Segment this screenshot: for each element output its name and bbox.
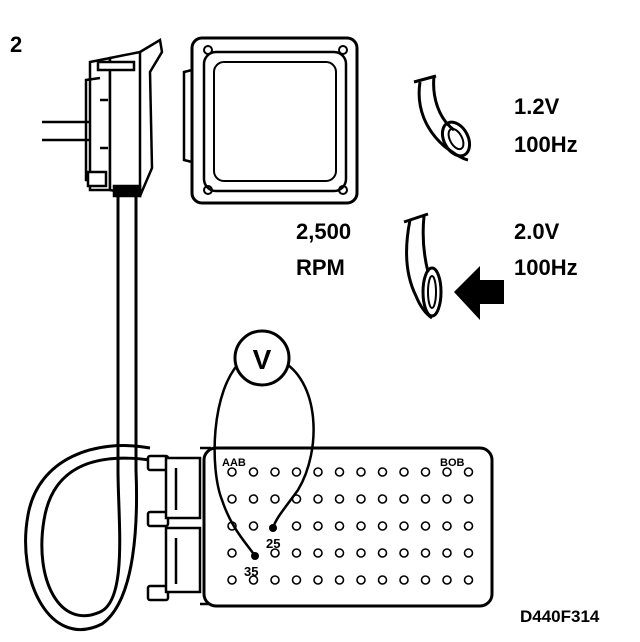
breakout-pin bbox=[377, 575, 388, 585]
voltmeter bbox=[233, 329, 291, 387]
harness-cable bbox=[24, 196, 151, 632]
breakout-pin bbox=[356, 548, 366, 558]
breakout-pin bbox=[377, 548, 388, 558]
breakout-pin bbox=[442, 548, 452, 558]
breakout-pin bbox=[399, 467, 409, 477]
pin-a-number: 25 bbox=[266, 536, 280, 551]
breakout-pin bbox=[227, 467, 237, 477]
breakout-pin bbox=[313, 575, 323, 585]
breakout-pin bbox=[248, 494, 259, 504]
breakout-pin bbox=[463, 575, 474, 585]
breakout-pin bbox=[442, 467, 452, 477]
breakout-pin bbox=[313, 548, 323, 558]
voltmeter-pin-a bbox=[269, 524, 277, 532]
breakout-pin bbox=[420, 467, 431, 477]
breakout-connectors bbox=[146, 446, 212, 606]
breakout-pin bbox=[420, 494, 431, 504]
breakout-pin bbox=[227, 548, 237, 558]
engine-speed-value: 2,500 bbox=[296, 219, 351, 244]
voltmeter-pin-b bbox=[251, 552, 259, 560]
pin-b-number: 35 bbox=[244, 564, 258, 579]
breakout-pin bbox=[463, 521, 474, 531]
breakout-pin bbox=[227, 494, 237, 504]
breakout-pin bbox=[463, 548, 474, 558]
breakout-pin bbox=[463, 467, 474, 477]
reading-2-voltage: 2.0V bbox=[514, 219, 560, 244]
breakout-pin bbox=[291, 575, 302, 585]
breakout-pin bbox=[313, 521, 323, 531]
breakout-pin bbox=[442, 575, 452, 585]
breakout-pin bbox=[442, 494, 452, 504]
breakout-pin bbox=[356, 494, 366, 504]
reading-1-frequency: 100Hz bbox=[514, 132, 578, 157]
breakout-pin bbox=[334, 467, 345, 477]
breakout-pin bbox=[334, 521, 345, 531]
ecu-harness-connector bbox=[42, 37, 164, 198]
breakout-pin bbox=[248, 521, 259, 531]
breakout-pin bbox=[420, 548, 431, 558]
breakout-pin bbox=[291, 548, 302, 558]
breakout-pin bbox=[356, 575, 366, 585]
breakout-pin bbox=[248, 467, 259, 477]
breakout-pin bbox=[356, 521, 366, 531]
breakout-pin bbox=[291, 521, 302, 531]
voltmeter-leads bbox=[213, 358, 315, 557]
breakout-box-label-right: BOB bbox=[440, 457, 465, 469]
pointer-arrow-icon bbox=[454, 266, 504, 320]
breakout-pin bbox=[291, 467, 302, 477]
breakout-pin bbox=[399, 548, 409, 558]
breakout-pin bbox=[270, 548, 280, 558]
voltmeter-symbol: V bbox=[253, 344, 272, 375]
sensor-valve-small-icon bbox=[413, 74, 472, 162]
step-number: 2 bbox=[10, 32, 22, 57]
figure-reference-code: D440F314 bbox=[520, 607, 600, 626]
reading-1-voltage: 1.2V bbox=[514, 94, 560, 119]
breakout-pin bbox=[420, 521, 431, 531]
breakout-box bbox=[202, 446, 494, 608]
breakout-pins bbox=[227, 467, 474, 585]
breakout-pin bbox=[377, 521, 388, 531]
breakout-pin bbox=[420, 575, 431, 585]
breakout-pin bbox=[399, 494, 409, 504]
breakout-pin bbox=[270, 467, 280, 477]
breakout-pin bbox=[334, 494, 345, 504]
breakout-pin bbox=[463, 494, 474, 504]
breakout-pin bbox=[248, 575, 259, 585]
ecu-module bbox=[182, 36, 359, 205]
reading-2-frequency: 100Hz bbox=[514, 255, 578, 280]
breakout-pin bbox=[377, 494, 388, 504]
breakout-pin bbox=[442, 521, 452, 531]
breakout-pin bbox=[313, 494, 323, 504]
breakout-pin bbox=[399, 521, 409, 531]
breakout-pin bbox=[270, 494, 280, 504]
breakout-box-label-left: AAB bbox=[222, 457, 246, 469]
breakout-pin bbox=[334, 548, 345, 558]
breakout-pin bbox=[227, 575, 237, 585]
breakout-pin bbox=[313, 467, 323, 477]
breakout-pin bbox=[399, 575, 409, 585]
breakout-pin bbox=[334, 575, 345, 585]
breakout-pin bbox=[356, 467, 366, 477]
sensor-valve-large-icon bbox=[403, 212, 443, 320]
breakout-pin bbox=[270, 575, 280, 585]
breakout-pin bbox=[377, 467, 388, 477]
engine-speed-unit: RPM bbox=[296, 255, 345, 280]
